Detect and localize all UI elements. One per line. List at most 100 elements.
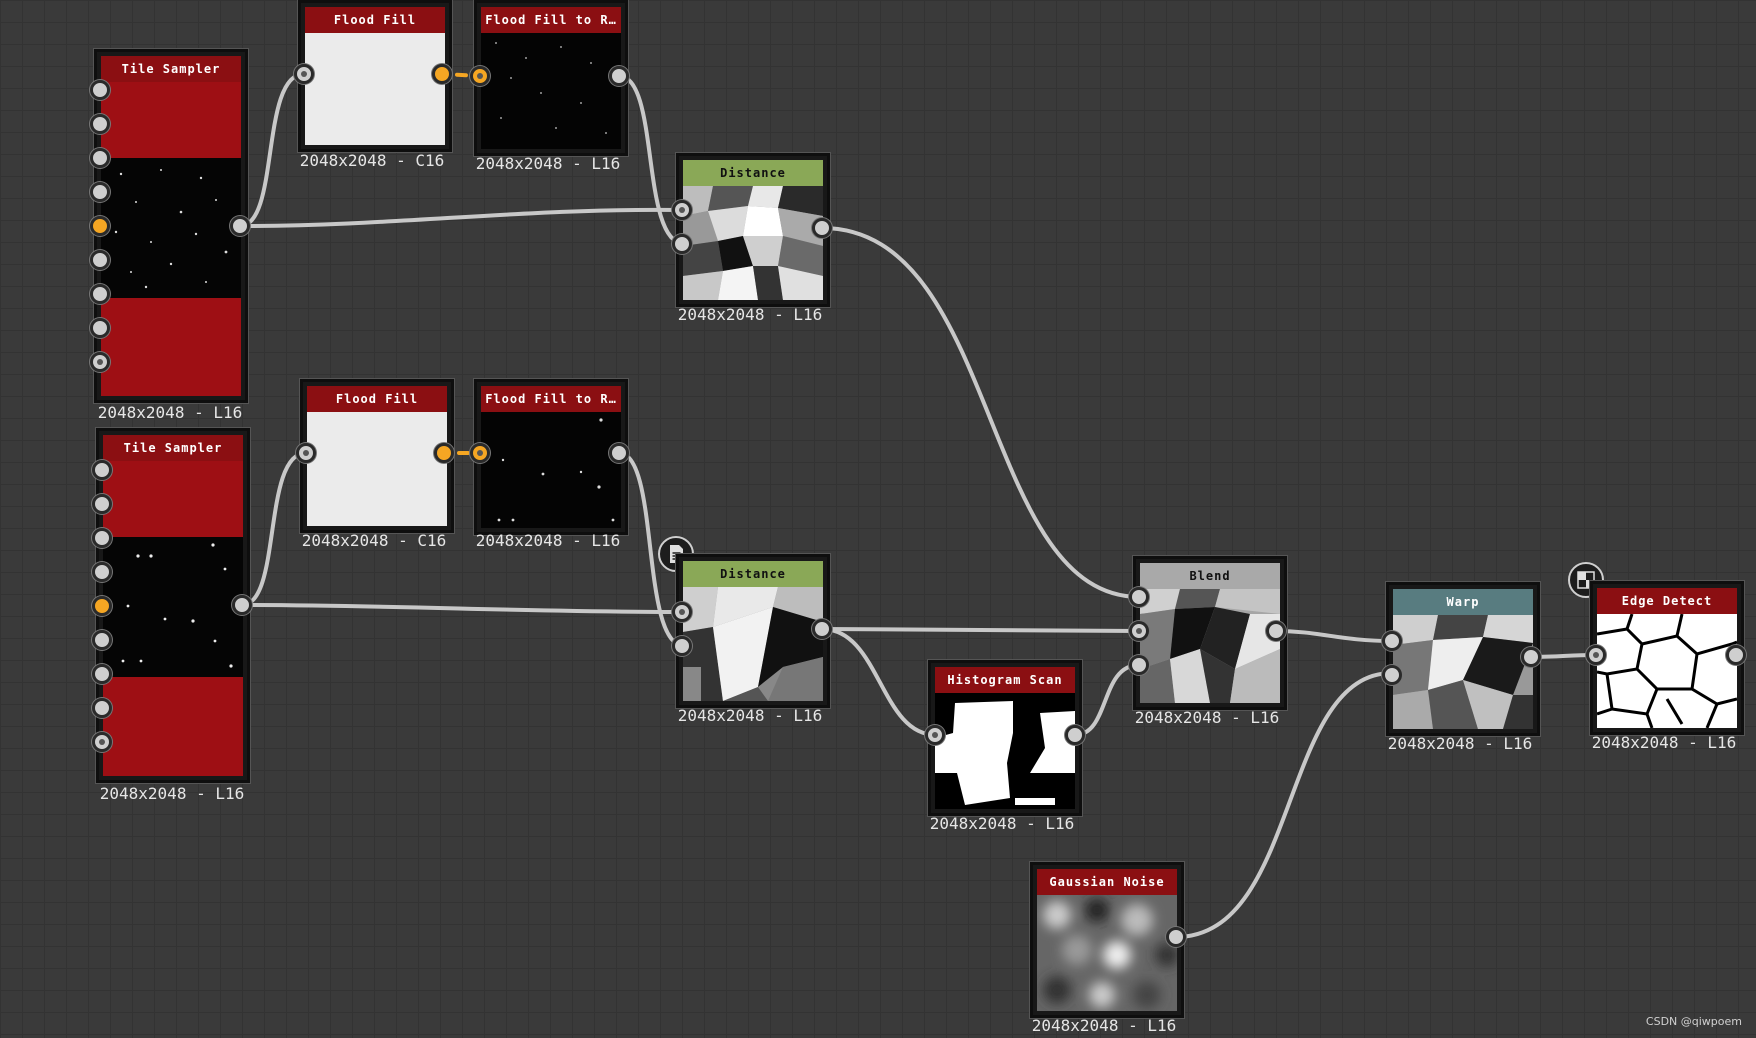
node-title: Distance xyxy=(683,160,823,186)
output-port[interactable] xyxy=(1166,927,1186,947)
wire-tile1-dist1[interactable] xyxy=(238,207,686,228)
node-resolution: 2048x2048 - L16 xyxy=(475,531,621,550)
input-port[interactable] xyxy=(90,114,110,134)
input-port[interactable] xyxy=(925,725,945,745)
input-port[interactable] xyxy=(1382,665,1402,685)
input-port[interactable] xyxy=(90,284,110,304)
node-resolution: 2048x2048 - C16 xyxy=(299,151,445,170)
wire-dist2-hist[interactable] xyxy=(820,627,938,737)
output-port[interactable] xyxy=(812,218,832,238)
input-port[interactable] xyxy=(1129,655,1149,675)
tile-sampler-preview xyxy=(101,82,241,396)
input-port[interactable] xyxy=(90,80,110,100)
node-title: Gaussian Noise xyxy=(1037,869,1177,895)
voronoi-preview xyxy=(683,186,823,300)
node-title: Edge Detect xyxy=(1597,588,1737,614)
node-resolution: 2048x2048 - L16 xyxy=(677,706,823,725)
node-preview xyxy=(935,693,1075,809)
input-port-active[interactable] xyxy=(470,443,490,463)
input-port[interactable] xyxy=(672,636,692,656)
node-resolution: 2048x2048 - L16 xyxy=(1591,733,1737,752)
output-port[interactable] xyxy=(432,64,452,84)
node-resolution: 2048x2048 - L16 xyxy=(99,784,245,803)
input-port[interactable] xyxy=(90,318,110,338)
input-port-active[interactable] xyxy=(470,66,490,86)
distance-node-1[interactable]: Distance xyxy=(676,153,830,307)
histogram-scan-preview xyxy=(935,701,1075,805)
flood-fill-node-1[interactable]: Flood Fill xyxy=(298,0,452,152)
wire-tile1-ff1[interactable] xyxy=(238,72,306,228)
wire-dist2-blend[interactable] xyxy=(820,627,1141,633)
input-port[interactable] xyxy=(296,443,316,463)
input-port-active[interactable] xyxy=(90,216,110,236)
input-port[interactable] xyxy=(92,698,112,718)
input-port[interactable] xyxy=(92,562,112,582)
flood-fill-to-random-node-2[interactable]: Flood Fill to R… xyxy=(474,379,628,535)
input-port[interactable] xyxy=(90,352,110,372)
wire-hist-blend[interactable] xyxy=(1073,663,1141,737)
input-port[interactable] xyxy=(92,494,112,514)
output-port[interactable] xyxy=(232,595,252,615)
histogram-scan-node[interactable]: Histogram Scan xyxy=(928,660,1082,816)
input-port[interactable] xyxy=(92,460,112,480)
random-dots-preview xyxy=(495,42,607,134)
warp-preview xyxy=(1393,615,1533,729)
tile-sampler-node-1[interactable]: Tile Sampler xyxy=(94,49,248,403)
output-port[interactable] xyxy=(1266,621,1286,641)
output-port[interactable] xyxy=(230,216,250,236)
input-port[interactable] xyxy=(90,182,110,202)
node-title: Flood Fill xyxy=(305,7,445,33)
input-port[interactable] xyxy=(92,528,112,548)
distance-node-2[interactable]: Distance xyxy=(676,554,830,708)
edge-detect-node[interactable]: Edge Detect xyxy=(1590,581,1744,735)
output-port[interactable] xyxy=(1726,645,1746,665)
flood-fill-to-random-node-1[interactable]: Flood Fill to R… xyxy=(474,0,628,156)
node-preview xyxy=(305,33,445,145)
input-port[interactable] xyxy=(294,64,314,84)
wire-tile2-dist2[interactable] xyxy=(240,603,686,614)
wire-tile2-ff2[interactable] xyxy=(240,451,308,607)
flood-fill-node-2[interactable]: Flood Fill xyxy=(300,379,454,533)
input-port[interactable] xyxy=(672,602,692,622)
input-port[interactable] xyxy=(1129,587,1149,607)
wire-noise-warp[interactable] xyxy=(1174,671,1394,939)
watermark: CSDN @qiwpoem xyxy=(1645,1015,1742,1028)
input-port[interactable] xyxy=(92,732,112,752)
node-preview xyxy=(481,33,621,149)
gaussian-noise-node[interactable]: Gaussian Noise xyxy=(1030,862,1184,1018)
input-port[interactable] xyxy=(92,630,112,650)
warp-node[interactable]: Warp xyxy=(1386,582,1540,736)
wire-ffr2-dist2[interactable] xyxy=(617,451,686,648)
input-port[interactable] xyxy=(672,234,692,254)
output-port[interactable] xyxy=(1521,647,1541,667)
node-resolution: 2048x2048 - L16 xyxy=(929,814,1075,833)
node-title: Tile Sampler xyxy=(101,56,241,82)
output-port[interactable] xyxy=(434,443,454,463)
node-preview xyxy=(1037,895,1177,1011)
node-resolution: 2048x2048 - L16 xyxy=(1134,708,1280,727)
input-port-active[interactable] xyxy=(92,596,112,616)
input-port[interactable] xyxy=(90,250,110,270)
node-resolution: 2048x2048 - C16 xyxy=(301,531,447,550)
input-port[interactable] xyxy=(1382,631,1402,651)
input-port[interactable] xyxy=(1586,645,1606,665)
wire-ffr1-dist1[interactable] xyxy=(617,74,686,246)
input-port[interactable] xyxy=(672,200,692,220)
output-port[interactable] xyxy=(609,66,629,86)
wire-blend-warp[interactable] xyxy=(1274,629,1394,643)
node-preview xyxy=(307,412,447,526)
output-port[interactable] xyxy=(609,443,629,463)
input-port[interactable] xyxy=(90,148,110,168)
node-resolution: 2048x2048 - L16 xyxy=(677,305,823,324)
output-port[interactable] xyxy=(812,619,832,639)
blend-node[interactable]: Blend xyxy=(1133,556,1287,710)
input-port[interactable] xyxy=(92,664,112,684)
node-preview xyxy=(1393,615,1533,729)
input-port[interactable] xyxy=(1129,621,1149,641)
edge-detect-preview xyxy=(1597,614,1737,728)
node-title: Flood Fill xyxy=(307,386,447,412)
output-port[interactable] xyxy=(1065,725,1085,745)
tile-sampler-node-2[interactable]: Tile Sampler xyxy=(96,428,250,783)
wire-dist1-blend[interactable] xyxy=(820,226,1141,599)
node-title: Tile Sampler xyxy=(103,435,243,461)
